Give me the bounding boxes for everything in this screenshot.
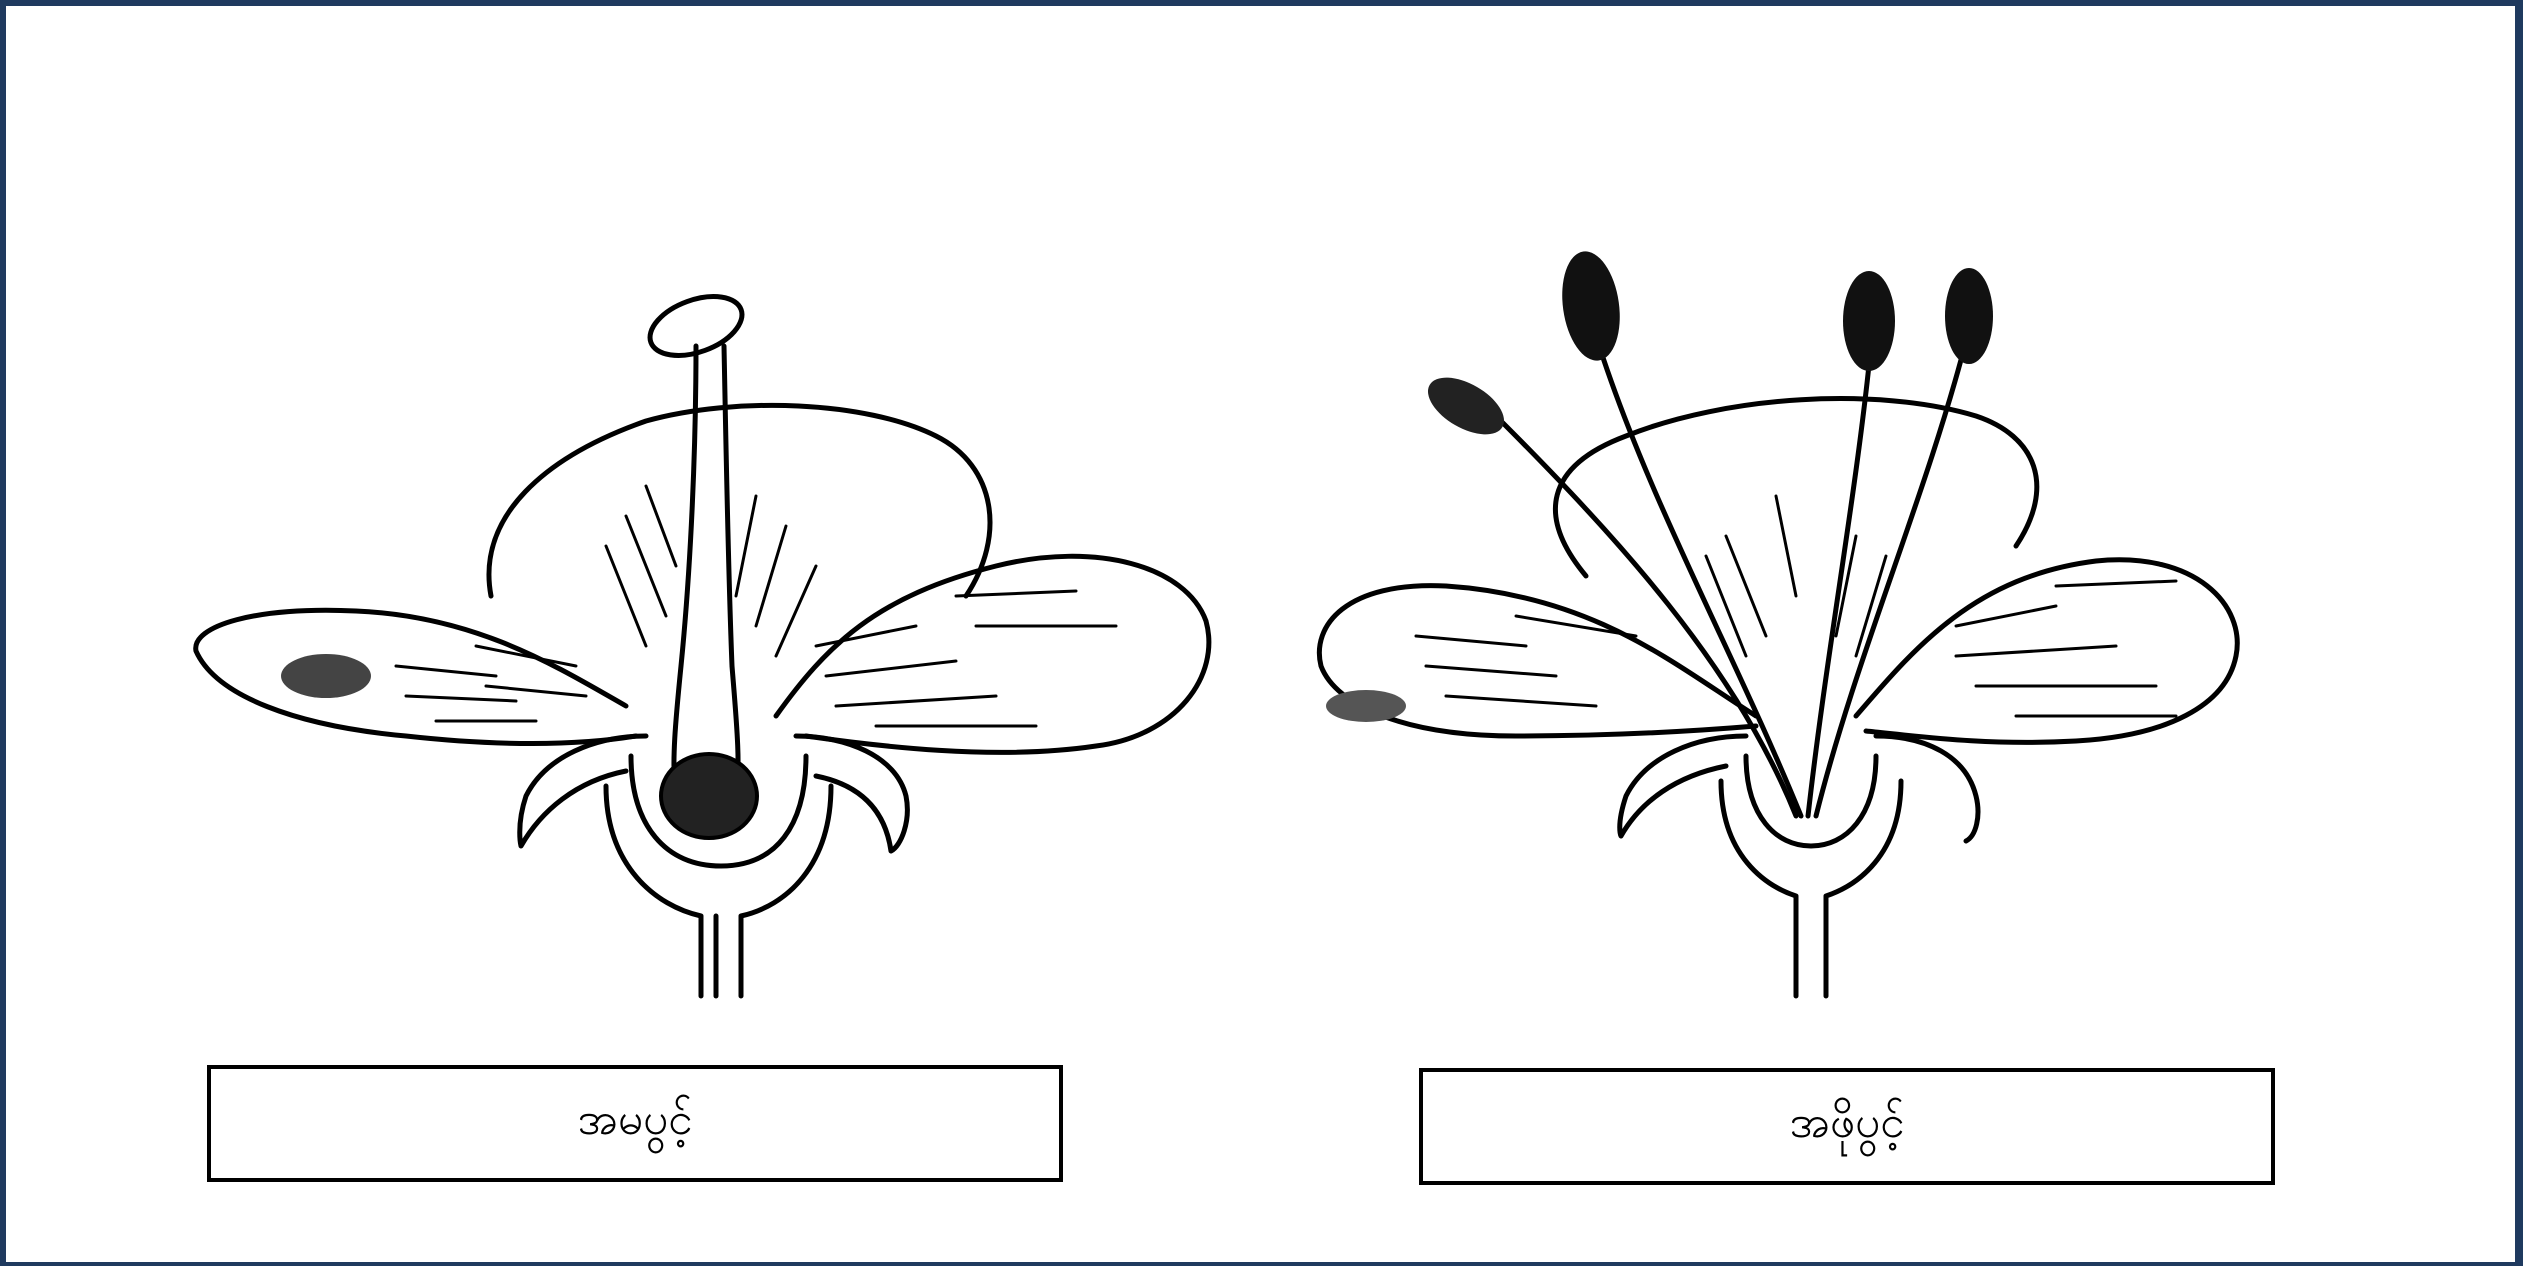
ovary	[661, 754, 757, 838]
male-flower-label: အဖိုပွင့်	[1419, 1068, 2275, 1185]
left-sepal	[520, 736, 646, 846]
right-sepal	[1876, 736, 1978, 841]
right-sepal	[796, 736, 907, 851]
anther-4	[1945, 268, 1993, 364]
anther-3	[1843, 271, 1895, 371]
female-flower-label: အမပွင့်	[207, 1065, 1063, 1182]
filament-3	[1808, 346, 1871, 816]
back-petal	[489, 405, 990, 596]
right-petal	[776, 556, 1209, 752]
male-flower-illustration	[1296, 236, 2276, 1006]
female-flower-illustration	[176, 266, 1246, 1006]
anther-1	[1419, 366, 1514, 446]
left-petal	[196, 610, 636, 743]
anther-2	[1556, 248, 1627, 365]
stigma	[642, 285, 750, 367]
